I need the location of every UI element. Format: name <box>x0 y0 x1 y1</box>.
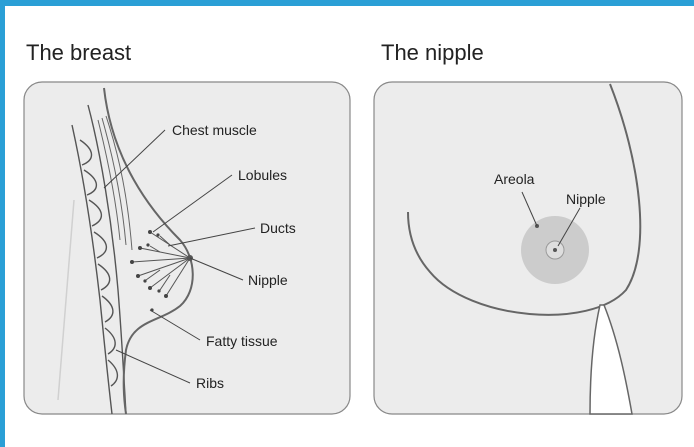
label-fatty-tissue: Fatty tissue <box>206 333 278 349</box>
label-nipple-left: Nipple <box>248 272 288 288</box>
label-lobules: Lobules <box>238 167 287 183</box>
label-ribs: Ribs <box>196 375 224 391</box>
label-chest-muscle: Chest muscle <box>172 122 257 138</box>
label-areola: Areola <box>494 171 535 187</box>
label-ducts: Ducts <box>260 220 296 236</box>
nipple-center <box>553 248 557 252</box>
label-nipple-right: Nipple <box>566 191 606 207</box>
